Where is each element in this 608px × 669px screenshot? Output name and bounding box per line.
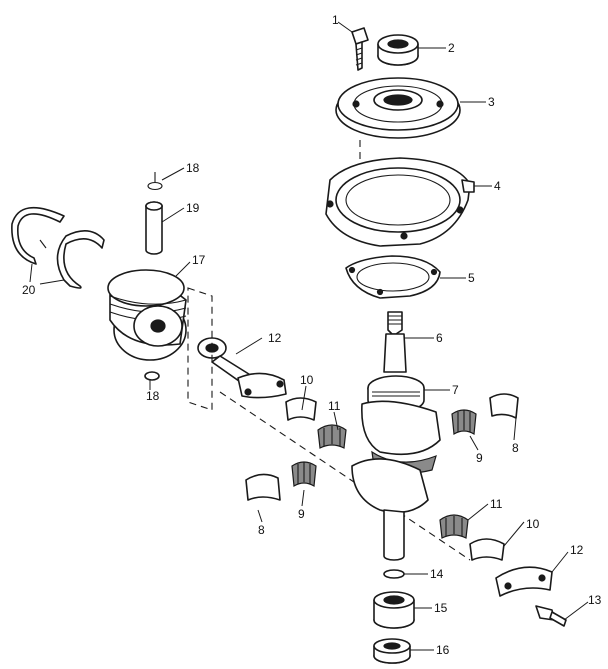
part-shell-upper	[285, 397, 317, 421]
part-crankcase-housing	[325, 157, 475, 247]
part-piston	[107, 269, 187, 361]
axis-line-diagonal	[219, 391, 471, 561]
callout-20: 20	[22, 283, 36, 297]
part-piston-ring-front	[11, 206, 65, 265]
callout-9-left: 9	[298, 507, 305, 521]
part-circlip-top	[147, 172, 163, 191]
callout-9-right: 9	[476, 451, 483, 465]
part-piston-pin	[145, 201, 163, 255]
callout-6: 6	[436, 331, 443, 345]
leader-lines	[29, 21, 589, 651]
callout-5: 5	[468, 271, 475, 285]
part-piston-ring-rear	[56, 230, 105, 289]
part-shell-lower	[469, 538, 505, 561]
callout-13: 13	[588, 593, 602, 607]
part-rod-cap	[495, 566, 553, 597]
part-main-bearing	[373, 591, 415, 629]
callout-10-lower: 10	[526, 517, 540, 531]
callout-15: 15	[434, 601, 448, 615]
callout-8-right: 8	[512, 441, 519, 455]
callout-17: 17	[192, 253, 206, 267]
alignment-box	[187, 287, 213, 411]
part-needle-cage-upper	[317, 424, 347, 449]
callout-14: 14	[430, 567, 444, 581]
part-flange-cover	[335, 77, 461, 139]
part-bearing-shell-right	[489, 393, 519, 419]
part-circlip-bottom	[144, 371, 160, 381]
callout-18-bottom: 18	[146, 389, 160, 403]
callout-11-lower: 11	[490, 497, 503, 511]
callout-numbers: 1 2 3 4 5 6 7 8 8 9 9 10 10 11 11 12 12 …	[22, 13, 602, 657]
part-bearing-shell-left	[245, 473, 281, 501]
callout-8-left: 8	[258, 523, 265, 537]
callout-12-cap: 12	[570, 543, 584, 557]
callout-19: 19	[186, 201, 200, 215]
callout-18-top: 18	[186, 161, 200, 175]
callout-16: 16	[436, 643, 450, 657]
callout-7: 7	[452, 383, 459, 397]
callout-12-rod: 12	[268, 331, 282, 345]
callout-11-upper: 11	[328, 399, 341, 413]
callout-10-upper: 10	[300, 373, 314, 387]
part-needle-cage-lower	[439, 514, 469, 539]
callout-3: 3	[488, 95, 495, 109]
part-crankshaft	[351, 311, 441, 561]
part-gasket	[345, 255, 441, 299]
part-retaining-ring	[383, 569, 405, 579]
part-connecting-rod	[197, 337, 287, 399]
part-screw	[351, 27, 369, 71]
part-seal-top	[377, 34, 419, 66]
callout-1: 1	[332, 13, 339, 27]
part-seal-bottom	[373, 638, 411, 664]
part-needle-bearing-right	[451, 409, 477, 436]
callout-4: 4	[494, 179, 501, 193]
part-needle-bearing-left	[291, 461, 317, 488]
callout-2: 2	[448, 41, 455, 55]
part-cap-bolt	[535, 605, 567, 627]
